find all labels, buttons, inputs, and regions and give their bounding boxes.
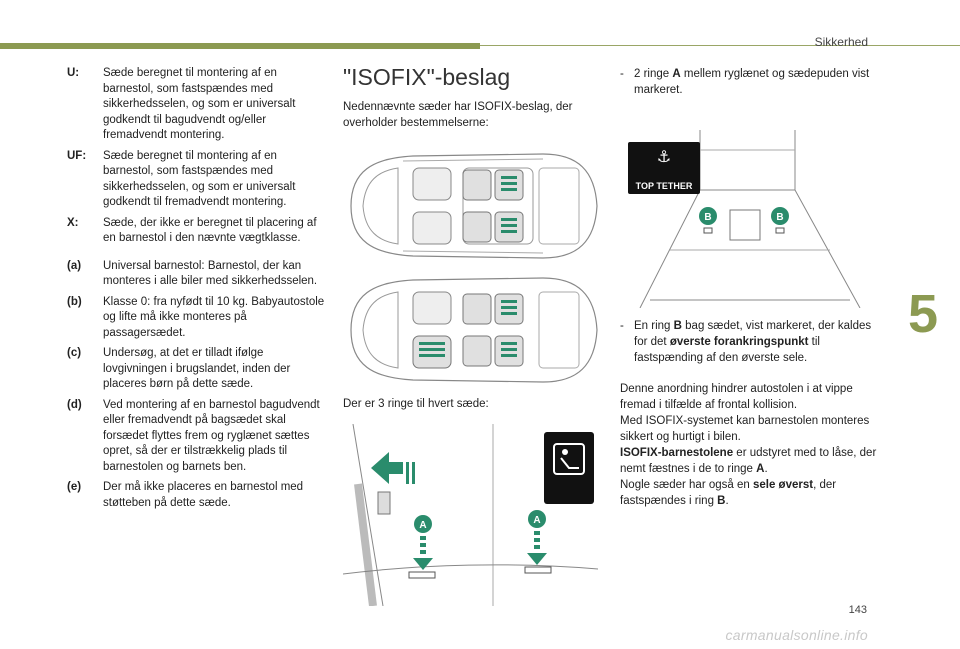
seat-rings-diagram: A A <box>343 424 598 606</box>
top-tether-icon <box>628 142 700 194</box>
header-rule <box>480 45 960 46</box>
watermark: carmanualsonline.info <box>725 627 868 643</box>
chapter-number: 5 <box>907 284 938 344</box>
trunk-diagram: ⚓ TOP TETHER B B <box>620 130 875 308</box>
rings-caption: Der er 3 ringe til hvert sæde: <box>343 398 489 410</box>
bullet-ring-b: -En ring B bag sædet, vist markeret, der… <box>620 320 872 364</box>
anchor-icon: ⚓ <box>657 147 671 166</box>
note-row: (b)Klasse 0: fra nyfødt til 10 kg. Babya… <box>67 295 325 339</box>
note-row: (d)Ved montering af en barnestol bagudve… <box>67 398 320 473</box>
section-title: Sikkerhed <box>814 35 868 49</box>
paragraph: Nogle sæder har også en sele øverst, der… <box>620 479 837 507</box>
header-accent-bar <box>0 43 480 49</box>
legend-column: U:Sæde beregnet til montering af en barn… <box>67 66 329 516</box>
top-tether-label: TOP TETHER <box>636 181 693 191</box>
isofix-intro: Nedennævnte sæder har ISOFIX-beslag, der… <box>343 101 573 129</box>
definition-row: UF:Sæde beregnet til montering af en bar… <box>67 149 296 209</box>
ring-a-label: A <box>419 520 426 531</box>
bullet-rings-a: -2 ringe A mellem ryglænet og sædepuden … <box>620 68 870 96</box>
isofix-heading: "ISOFIX"-beslag <box>343 64 511 90</box>
car-top-view-diagram-2 <box>350 277 598 383</box>
ring-b-marker-2 <box>771 207 789 225</box>
isofix-description: Denne anordning hindrer autostolen i at … <box>620 381 880 509</box>
page-number: 143 <box>848 604 867 616</box>
ring-b-label-2: B <box>776 212 783 223</box>
ring-a-marker-2 <box>528 510 546 528</box>
definition-row: U:Sæde beregnet til montering af en barn… <box>67 67 296 141</box>
paragraph: Med ISOFIX-systemet kan barnestolen mont… <box>620 415 870 443</box>
ring-b-label: B <box>704 212 711 223</box>
ring-b-marker <box>699 207 717 225</box>
paragraph: ISOFIX-barnestolene er udstyret med to l… <box>620 447 877 475</box>
note-row: (e)Der må ikke placeres en barnestol med… <box>67 481 304 509</box>
arrow-left-icon <box>371 452 415 484</box>
car-top-view-diagram <box>350 153 598 259</box>
definition-row: X:Sæde, der ikke er beregnet til placeri… <box>67 216 317 245</box>
paragraph: Denne anordning hindrer autostolen i at … <box>620 383 853 411</box>
ring-a-label-2: A <box>533 515 540 526</box>
note-row: (c)Undersøg, at det er tilladt ifølge lo… <box>67 347 291 390</box>
note-row: (a)Universal barnestol: Barnestol, der k… <box>67 259 318 288</box>
ring-a-marker <box>414 515 432 533</box>
